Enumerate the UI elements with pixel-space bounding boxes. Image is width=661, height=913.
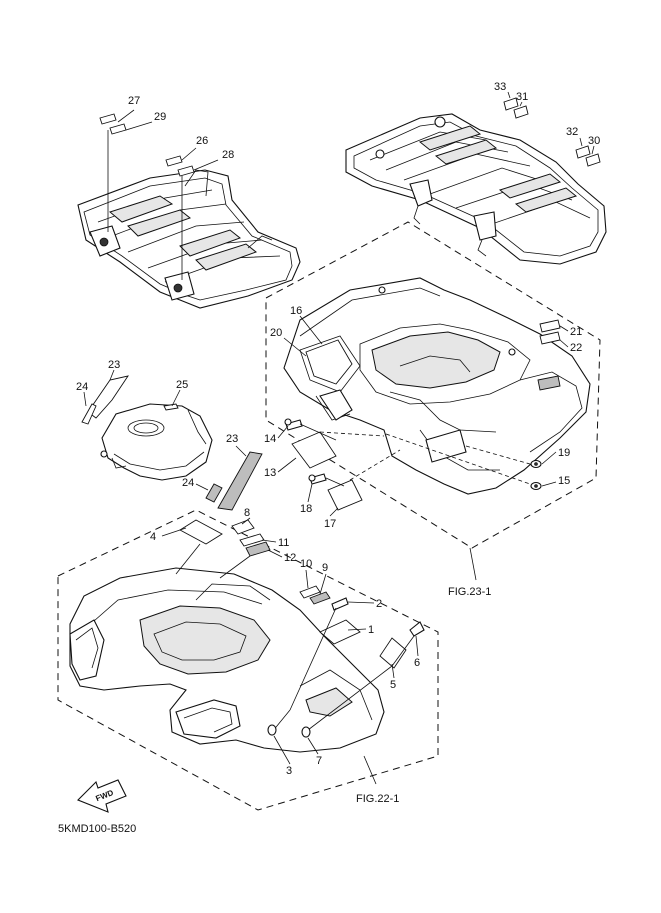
callout-26: 26 bbox=[196, 135, 208, 147]
callout-15: 15 bbox=[558, 475, 570, 487]
panel-17 bbox=[327, 479, 363, 511]
decal-4 bbox=[179, 519, 223, 545]
callout-4: 4 bbox=[150, 531, 156, 543]
decal-8 bbox=[231, 519, 255, 535]
front-carrier bbox=[77, 169, 301, 309]
callout-22: 22 bbox=[570, 342, 582, 354]
emblem-23-top bbox=[87, 375, 129, 419]
callout-labels: 27 29 26 28 33 31 32 30 16 20 21 22 23 2… bbox=[76, 81, 600, 777]
bolt-2 bbox=[331, 597, 349, 611]
decal-22 bbox=[539, 331, 561, 345]
callout-11: 11 bbox=[278, 537, 289, 549]
rear-fender bbox=[283, 277, 591, 495]
decal-10 bbox=[299, 585, 321, 599]
decal-31 bbox=[513, 105, 529, 119]
callout-16: 16 bbox=[290, 305, 302, 317]
callout-30: 30 bbox=[588, 135, 600, 147]
callout-1: 1 bbox=[368, 624, 374, 636]
decal-30 bbox=[585, 153, 601, 167]
front-carrier-decals bbox=[99, 109, 219, 280]
decal-27 bbox=[99, 113, 117, 125]
callout-32: 32 bbox=[566, 126, 578, 138]
callout-27: 27 bbox=[128, 95, 140, 107]
callout-17: 17 bbox=[324, 518, 336, 530]
callout-23b: 23 bbox=[226, 433, 238, 445]
emblem-24-top bbox=[81, 403, 97, 425]
front-fender bbox=[69, 519, 425, 753]
decal-5 bbox=[379, 637, 407, 669]
fig-ref-front: FIG.22-1 bbox=[356, 793, 399, 805]
callout-5: 5 bbox=[390, 679, 396, 691]
callout-18: 18 bbox=[300, 503, 312, 515]
callout-24a: 24 bbox=[76, 381, 88, 393]
panel-13 bbox=[291, 431, 337, 469]
bolt-18 bbox=[309, 473, 327, 485]
decal-29 bbox=[109, 123, 127, 135]
nut-7 bbox=[301, 726, 311, 738]
decal-32 bbox=[575, 145, 591, 159]
decal-21 bbox=[539, 319, 561, 333]
emblem-24-side bbox=[205, 483, 223, 503]
callout-21: 21 bbox=[570, 326, 582, 338]
callout-14: 14 bbox=[264, 433, 276, 445]
callout-12: 12 bbox=[284, 552, 296, 564]
decal-12 bbox=[245, 541, 271, 557]
rear-carrier bbox=[345, 113, 607, 265]
callout-23a: 23 bbox=[108, 359, 120, 371]
callout-9: 9 bbox=[322, 562, 328, 574]
callout-2: 2 bbox=[376, 598, 382, 610]
callout-33: 33 bbox=[494, 81, 506, 93]
decal-9 bbox=[309, 591, 331, 605]
rear-fender-frame bbox=[265, 221, 601, 549]
diagram-code: 5KMD100-B520 bbox=[58, 823, 136, 835]
decal-25 bbox=[163, 403, 179, 411]
callout-6: 6 bbox=[414, 657, 420, 669]
callout-7: 7 bbox=[316, 755, 322, 767]
emblem-23-side bbox=[217, 451, 263, 511]
callout-29: 29 bbox=[154, 111, 166, 123]
callout-31: 31 bbox=[516, 91, 528, 103]
fig-ref-rear: FIG.23-1 bbox=[448, 586, 491, 598]
decal-33 bbox=[503, 97, 519, 111]
callout-leaders bbox=[83, 315, 569, 765]
decal-26 bbox=[165, 155, 183, 167]
rear-carrier-decals bbox=[503, 91, 601, 167]
callout-10: 10 bbox=[300, 558, 312, 570]
front-fender-frame bbox=[57, 509, 439, 811]
callout-24b: 24 bbox=[182, 477, 194, 489]
tank-cover bbox=[81, 375, 263, 511]
fwd-arrow: FWD bbox=[77, 779, 127, 813]
bolt-6 bbox=[409, 621, 425, 637]
decal-28 bbox=[177, 165, 195, 177]
callout-25: 25 bbox=[176, 379, 188, 391]
nut-3 bbox=[267, 724, 277, 736]
bolt-14 bbox=[285, 419, 303, 431]
callout-20: 20 bbox=[270, 327, 282, 339]
callout-28: 28 bbox=[222, 149, 234, 161]
callout-13: 13 bbox=[264, 467, 276, 479]
callout-19: 19 bbox=[558, 447, 570, 459]
callout-8: 8 bbox=[244, 507, 250, 519]
decal-1 bbox=[319, 619, 361, 645]
callout-3: 3 bbox=[286, 765, 292, 777]
rear-fender-small-parts bbox=[284, 319, 561, 511]
